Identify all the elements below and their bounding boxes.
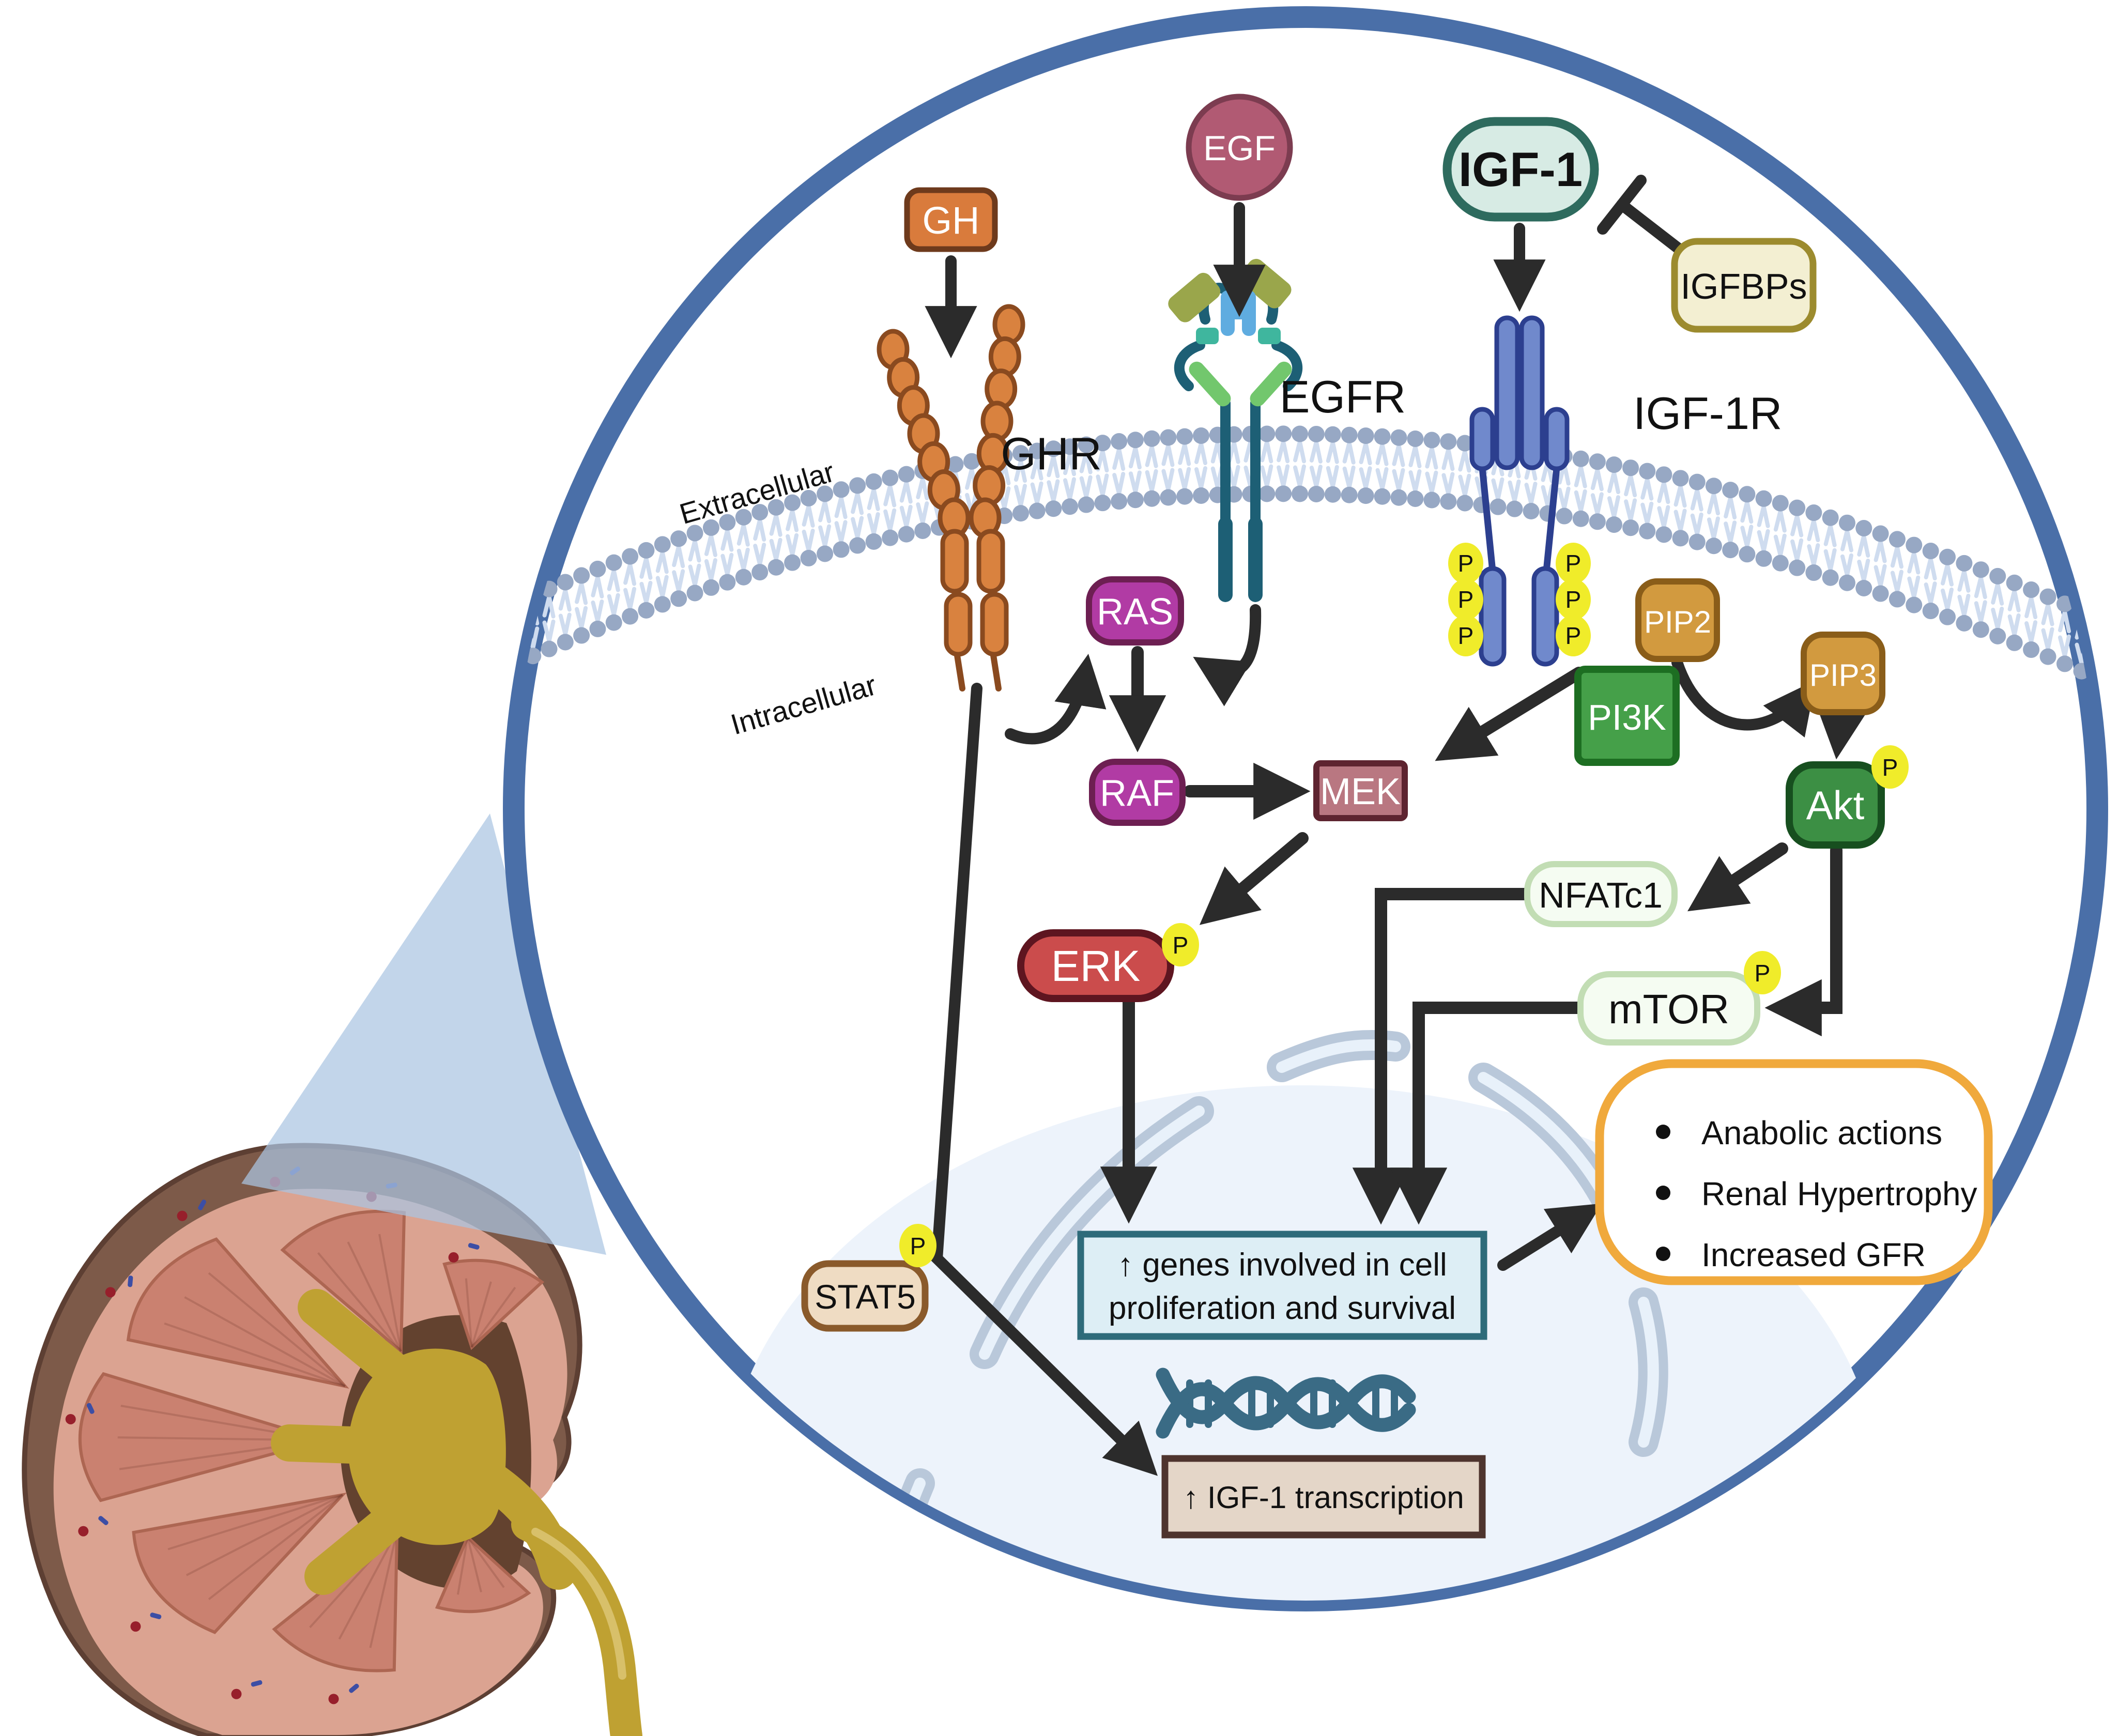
svg-text:P: P (1565, 586, 1581, 613)
stat5-phosphate (899, 1224, 936, 1267)
svg-text:P: P (910, 1233, 926, 1259)
outcome-item: Renal Hypertrophy (1701, 1175, 1977, 1212)
svg-text:P: P (1565, 550, 1581, 577)
ras-node (1086, 576, 1184, 646)
svg-text:P: P (1173, 932, 1189, 959)
erk-phosphate (1162, 923, 1199, 966)
egf-node (1186, 94, 1293, 201)
nodes: GH EGF IGF-1 IGFBPs RAS RAF MEK ERK P PI… (801, 94, 1993, 1539)
ras-label: RAS (1097, 591, 1173, 633)
pi3k-node (1574, 666, 1680, 766)
stat5-node (801, 1260, 929, 1332)
svg-text:P: P (1755, 960, 1771, 987)
egf-label: EGF (1203, 129, 1276, 168)
svg-text:P: P (1458, 586, 1474, 613)
inhibition-tbar (1597, 175, 1692, 260)
transcription-box (1161, 1455, 1486, 1539)
egfr-receptor (1168, 258, 1303, 602)
transcription-label: ↑ IGF-1 transcription (1183, 1480, 1464, 1515)
nfatc1-node (1524, 861, 1678, 927)
dna-helix (1156, 1368, 1416, 1439)
svg-text:P: P (1458, 550, 1474, 577)
outcomes-list: Anabolic actions Renal Hypertrophy Incre… (1656, 1114, 1977, 1273)
igfbps-label: IGFBPs (1680, 266, 1807, 306)
kidney-illustration (22, 1143, 642, 1736)
egfr-label: EGFR (1280, 371, 1406, 422)
svg-text:P: P (1565, 622, 1581, 649)
akt-node (1786, 761, 1885, 849)
igf1r-phosphates: P P P P P P (1448, 543, 1591, 656)
akt-label: Akt (1806, 782, 1865, 828)
genes-line1: ↑ genes involved in cell (1117, 1247, 1447, 1283)
ghr-receptor (877, 304, 1025, 692)
igf1-label: IGF-1 (1458, 142, 1583, 196)
erk-label: ERK (1051, 942, 1141, 990)
igfbps-node (1671, 238, 1817, 333)
pathway-arrows (925, 175, 1871, 1476)
svg-text:P: P (1882, 754, 1898, 781)
pi3k-label: PI3K (1588, 697, 1666, 738)
gh-node (904, 187, 998, 252)
outcome-item: Anabolic actions (1701, 1114, 1942, 1151)
igf1r-label: IGF-1R (1633, 388, 1782, 439)
mek-label: MEK (1320, 771, 1401, 812)
svg-text:P: P (1458, 622, 1474, 649)
pip3-label: PIP3 (1809, 658, 1877, 693)
genes-box (1077, 1231, 1487, 1340)
erk-node (1017, 929, 1174, 1002)
kidney-ureter-highlight (531, 1528, 626, 1680)
mek-node (1313, 760, 1408, 821)
raf-node (1089, 759, 1186, 826)
igf1r-receptor: P P P P P P (1448, 315, 1591, 667)
gh-label: GH (923, 199, 980, 242)
pip3-node (1801, 632, 1885, 715)
pip2-node (1635, 578, 1720, 662)
igf1-node (1442, 117, 1599, 222)
mtor-node (1577, 971, 1760, 1046)
ghr-label: GHR (1001, 428, 1102, 479)
outcomes-box (1595, 1059, 1993, 1285)
pip2-label: PIP2 (1644, 605, 1711, 639)
mtor-label: mTOR (1608, 986, 1729, 1032)
kidney-pelvis-body (348, 1348, 506, 1545)
stat5-label: STAT5 (815, 1278, 916, 1316)
outcome-item: Increased GFR (1701, 1236, 1926, 1273)
kidney-pyramids (78, 1209, 545, 1672)
genes-line2: proliferation and survival (1109, 1291, 1456, 1326)
akt-phosphate (1871, 745, 1909, 789)
mtor-phosphate (1744, 951, 1781, 994)
raf-label: RAF (1100, 773, 1174, 814)
nfatc1-label: NFATc1 (1539, 875, 1663, 915)
